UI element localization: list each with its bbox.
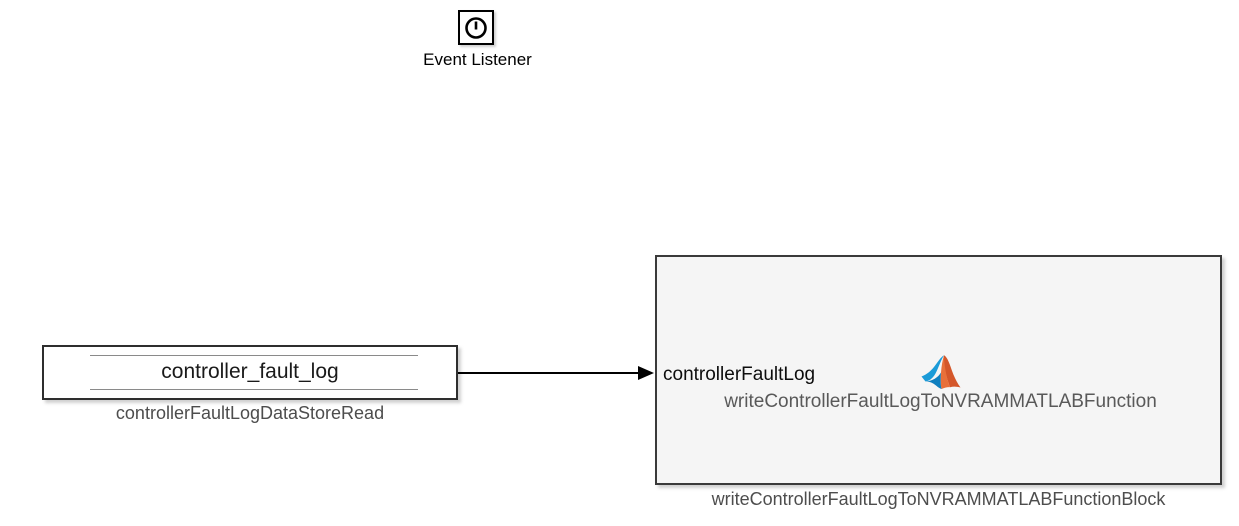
matlab-function-name: writeControllerFaultLogToNVRAMMATLABFunc… [724,391,1157,412]
data-store-read-name: controller_fault_log [161,360,339,383]
data-store-read-caption: controllerFaultLogDataStoreRead [115,403,385,423]
matlab-function-block[interactable]: controllerFaultLog writeControllerFaultL… [655,255,1230,520]
power-circle-icon [465,16,487,39]
matlab-function-body[interactable]: controllerFaultLog writeControllerFaultL… [655,255,1222,485]
event-listener-block[interactable]: Event Listener [400,8,555,78]
signal-line-dsr-to-function[interactable] [458,372,641,374]
signal-arrowhead-icon [638,366,654,380]
data-store-read-body[interactable]: controller_fault_log [42,345,458,400]
data-store-read-block[interactable]: controller_fault_log controllerFaultLogD… [42,345,462,435]
matlab-membrane-logo [921,355,961,389]
data-store-read-rule-bottom [90,389,418,390]
event-listener-icon-box[interactable] [458,10,494,45]
event-listener-label: Event Listener [423,50,532,69]
matlab-function-input-port-label: controllerFaultLog [663,364,816,385]
matlab-function-caption: writeControllerFaultLogToNVRAMMATLABFunc… [711,489,1166,509]
data-store-read-rule-top [90,355,418,356]
